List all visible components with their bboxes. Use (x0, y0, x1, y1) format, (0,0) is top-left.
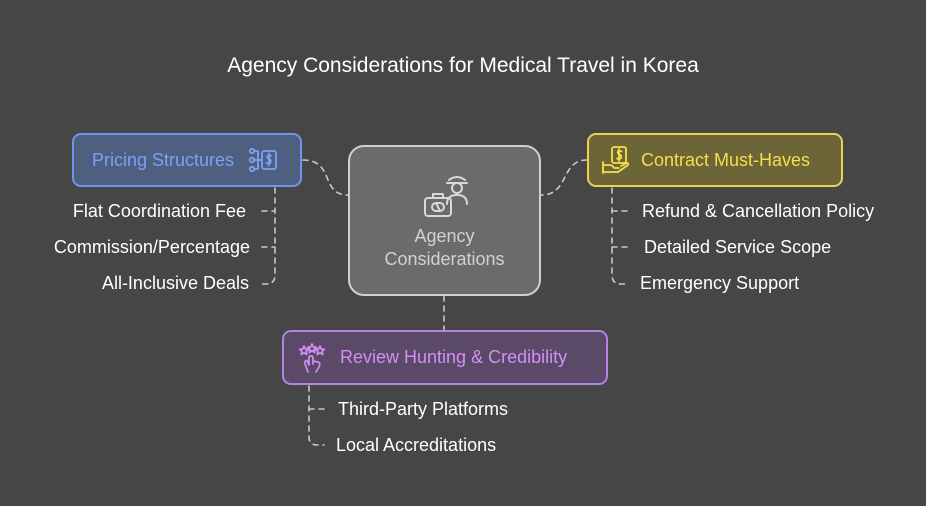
contract-must-haves-label: Contract Must-Haves (641, 149, 811, 170)
center-node: Agency Considerations (348, 145, 541, 296)
connector-contract-tree (611, 187, 629, 285)
stars-hand-icon (296, 342, 328, 374)
hand-money-icon (601, 145, 631, 175)
connector-pricing-center (302, 159, 349, 196)
contract-must-haves-node: Contract Must-Haves (587, 133, 843, 187)
review-item-local-accreditations: Local Accreditations (336, 435, 497, 455)
flowchart-dollar-icon (248, 145, 278, 175)
pricing-item-all-inclusive: All-Inclusive Deals (101, 273, 249, 293)
connector-contract-center (540, 159, 588, 196)
contract-item-emergency: Emergency Support (640, 273, 800, 293)
pricing-item-flat-fee: Flat Coordination Fee (72, 201, 246, 221)
connector-review-tree (308, 385, 325, 446)
traveler-with-suitcase-icon (420, 171, 470, 221)
pricing-item-commission: Commission/Percentage (53, 237, 250, 257)
review-item-third-party: Third-Party Platforms (338, 399, 509, 419)
connector-pricing-tree (261, 187, 276, 285)
review-credibility-label: Review Hunting & Credibility (340, 347, 568, 367)
pricing-structures-node: Pricing Structures (72, 133, 302, 187)
contract-item-service-scope: Detailed Service Scope (644, 237, 832, 257)
review-credibility-node: Review Hunting & Credibility (282, 330, 608, 385)
pricing-structures-label: Pricing Structures (92, 149, 235, 170)
center-label-line1: Agency (414, 225, 475, 246)
page-title: Agency Considerations for Medical Travel… (227, 54, 699, 77)
contract-item-refund: Refund & Cancellation Policy (642, 201, 875, 221)
center-label-line2: Considerations (384, 248, 505, 269)
